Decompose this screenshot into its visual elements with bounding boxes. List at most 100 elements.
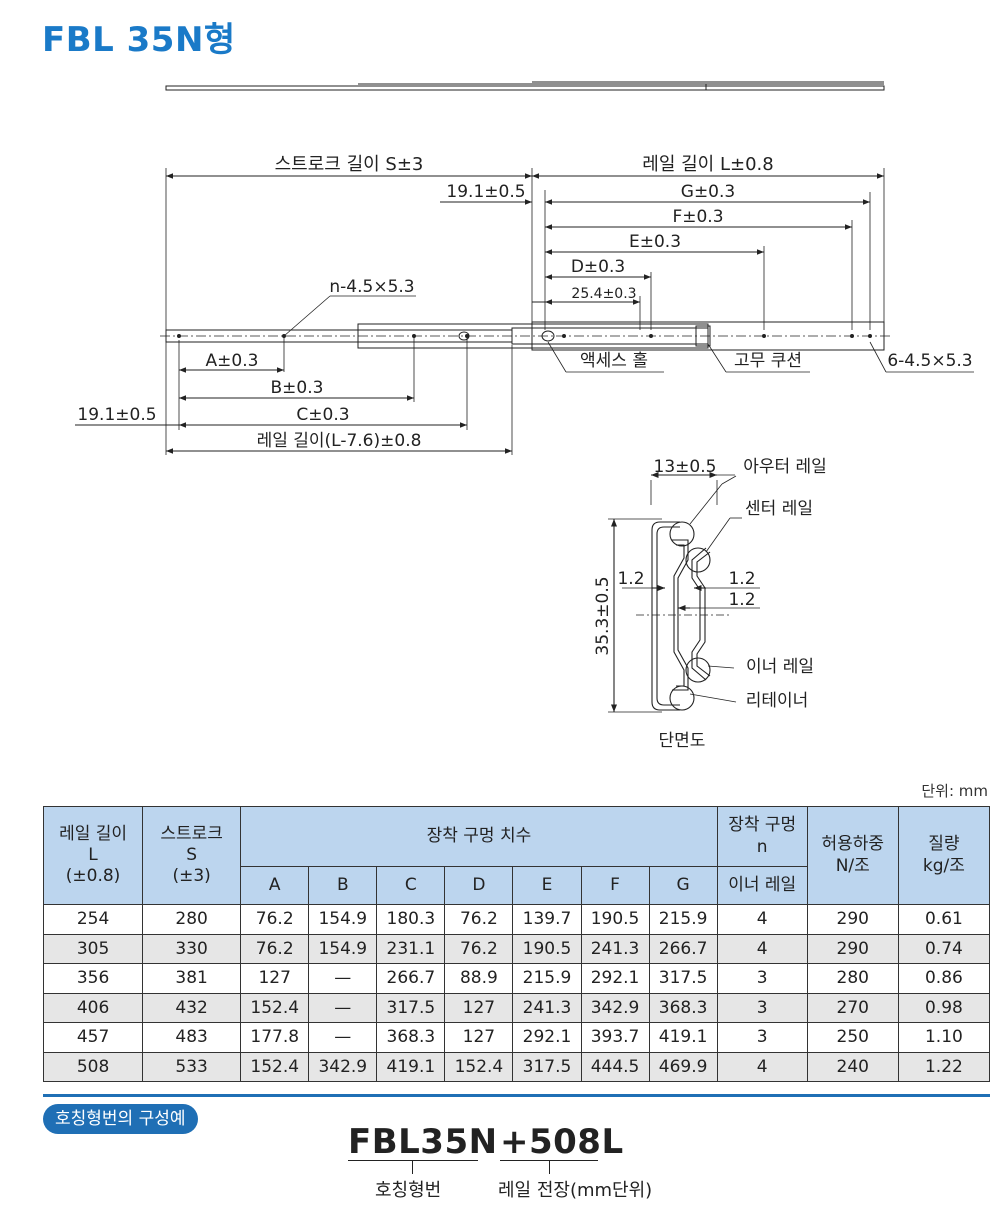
rubber-cushion-label: 고무 쿠션 xyxy=(734,351,802,371)
side-view xyxy=(160,295,974,373)
table-cell: 215.9 xyxy=(648,904,718,935)
model-code-caption: 호칭형번 xyxy=(375,1180,442,1201)
table-cell: 88.9 xyxy=(444,963,514,994)
table-cell: 368.3 xyxy=(376,1022,446,1053)
section-height-label: 35.3±0.5 xyxy=(593,576,613,655)
section-divider xyxy=(43,1094,990,1097)
hole-6-label: 6-4.5×5.3 xyxy=(887,351,972,371)
table-cell: 76.2 xyxy=(444,933,514,964)
table-cell: 1.22 xyxy=(897,1051,991,1082)
table-cell: 290 xyxy=(806,904,899,935)
thickness-3-label: 1.2 xyxy=(728,590,755,610)
table-cell: 190.5 xyxy=(580,904,650,935)
table-cell: — xyxy=(308,1022,378,1053)
length-code-caption: 레일 전장(mm단위) xyxy=(498,1180,653,1201)
length-code: +508L xyxy=(500,1122,624,1162)
dim-b-label: B±0.3 xyxy=(271,378,324,398)
table-cell: 3 xyxy=(716,992,808,1023)
access-hole-label: 액세스 홀 xyxy=(580,351,648,371)
table-cell: 280 xyxy=(806,963,899,994)
table-cell: 444.5 xyxy=(580,1051,650,1082)
stroke-length-label: 스트로크 길이 S±3 xyxy=(275,154,424,175)
table-cell: 240 xyxy=(806,1051,899,1082)
table-cell: 508 xyxy=(42,1051,144,1082)
table-cell: 419.1 xyxy=(648,1022,718,1053)
table-cell: 154.9 xyxy=(308,904,378,935)
retainer-label: 리테이너 xyxy=(746,691,809,711)
table-cell: 180.3 xyxy=(376,904,446,935)
header-mount-dims: 장착 구멍 치수 xyxy=(240,806,718,867)
length-code-tick xyxy=(549,1160,550,1174)
table-cell: 241.3 xyxy=(580,933,650,964)
table-cell: 250 xyxy=(806,1022,899,1053)
table-cell: 76.2 xyxy=(240,933,310,964)
unit-label: 단위: mm xyxy=(921,782,988,800)
offset-top-label: 19.1±0.5 xyxy=(446,182,525,202)
dim-a-label: A±0.3 xyxy=(206,351,259,371)
table-cell: 342.9 xyxy=(580,992,650,1023)
table-cell: 4 xyxy=(716,1051,808,1082)
table-cell: 76.2 xyxy=(240,904,310,935)
table-cell: 4 xyxy=(716,904,808,935)
inner-length-label: 레일 길이(L-7.6)±0.8 xyxy=(257,431,422,451)
dim-g-label: G±0.3 xyxy=(681,182,735,202)
dim-c-label: C±0.3 xyxy=(296,405,349,425)
table-cell: 0.98 xyxy=(897,992,991,1023)
page-title: FBL 35N형 xyxy=(42,20,236,60)
header-col-a: A xyxy=(240,866,310,905)
table-cell: 152.4 xyxy=(444,1051,514,1082)
table-cell: 432 xyxy=(142,992,242,1023)
table-cell: 127 xyxy=(444,1022,514,1053)
table-cell: 0.74 xyxy=(897,933,991,964)
table-cell: 280 xyxy=(142,904,242,935)
dim-e-label: E±0.3 xyxy=(629,232,681,252)
table-cell: 76.2 xyxy=(444,904,514,935)
table-cell: 3 xyxy=(716,1022,808,1053)
table-cell: 0.86 xyxy=(897,963,991,994)
table-cell: 1.10 xyxy=(897,1022,991,1053)
table-cell: 290 xyxy=(806,933,899,964)
table-cell: — xyxy=(308,992,378,1023)
thickness-1-label: 1.2 xyxy=(617,569,644,589)
inner-rail-label: 이너 레일 xyxy=(746,657,814,677)
table-cell: 127 xyxy=(240,963,310,994)
model-code: FBL35N xyxy=(348,1122,498,1162)
model-code-tick xyxy=(412,1160,413,1174)
offset-bottom-label: 19.1±0.5 xyxy=(77,405,156,425)
table-cell: 483 xyxy=(142,1022,242,1053)
table-cell: 266.7 xyxy=(376,963,446,994)
table-cell: 292.1 xyxy=(580,963,650,994)
table-cell: 469.9 xyxy=(648,1051,718,1082)
dim-25-label: 25.4±0.3 xyxy=(571,286,636,302)
table-cell: 393.7 xyxy=(580,1022,650,1053)
table-cell: 356 xyxy=(42,963,144,994)
model-underline xyxy=(348,1160,478,1161)
table-cell: 317.5 xyxy=(648,963,718,994)
table-cell: 292.1 xyxy=(512,1022,582,1053)
table-cell: — xyxy=(308,963,378,994)
table-cell: 127 xyxy=(444,992,514,1023)
table-cell: 3 xyxy=(716,963,808,994)
table-cell: 215.9 xyxy=(512,963,582,994)
header-col-g: G xyxy=(648,866,718,905)
table-cell: 177.8 xyxy=(240,1022,310,1053)
header-col-f: F xyxy=(580,866,650,905)
table-cell: 342.9 xyxy=(308,1051,378,1082)
table-cell: 330 xyxy=(142,933,242,964)
table-cell: 152.4 xyxy=(240,1051,310,1082)
table-cell: 241.3 xyxy=(512,992,582,1023)
header-col-b: B xyxy=(308,866,378,905)
table-cell: 0.61 xyxy=(897,904,991,935)
header-col-e: E xyxy=(512,866,582,905)
table-cell: 457 xyxy=(42,1022,144,1053)
table-cell: 231.1 xyxy=(376,933,446,964)
center-rail-label: 센터 레일 xyxy=(745,499,813,519)
